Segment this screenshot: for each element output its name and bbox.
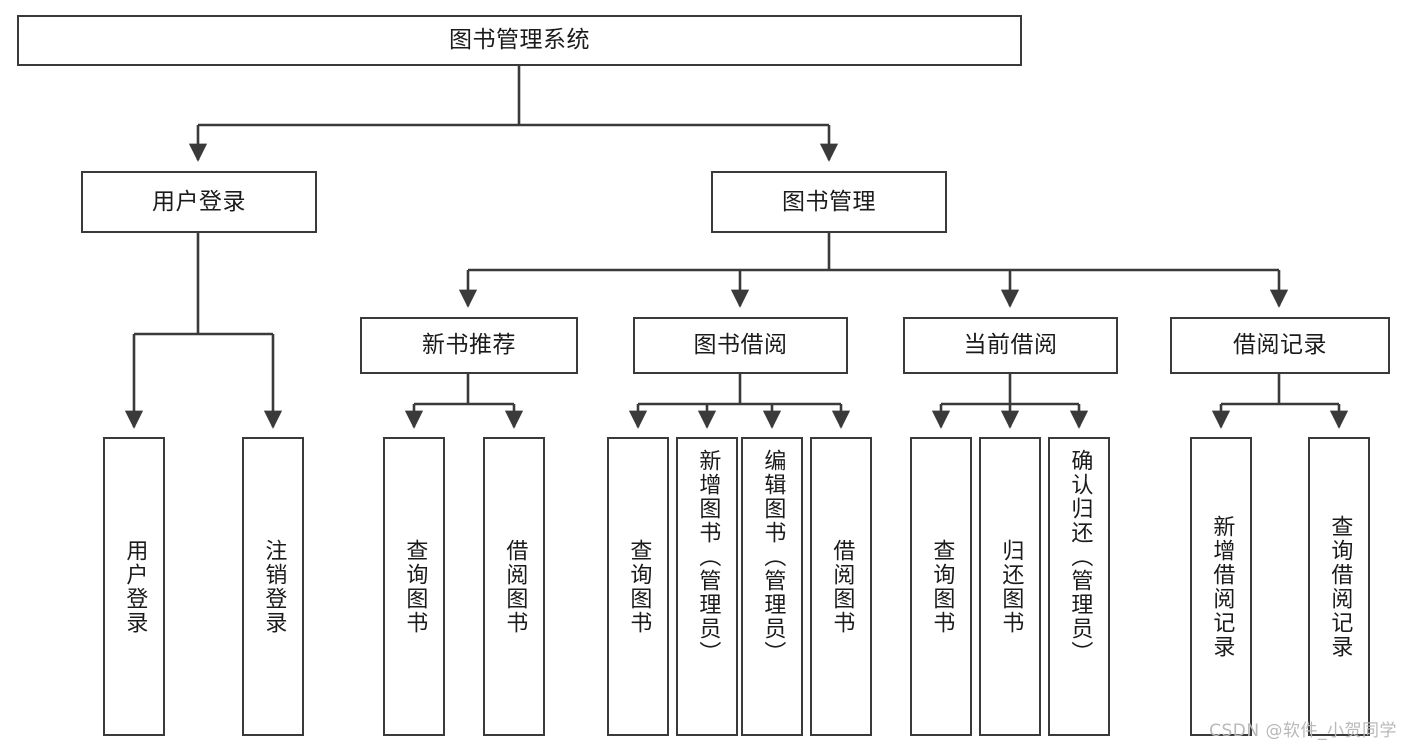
node-new-book-recommend[interactable]: 新书推荐 — [360, 317, 578, 374]
leaf-cb-confirm-return[interactable]: 确认归还（管理员） — [1048, 437, 1110, 736]
node-book-manage[interactable]: 图书管理 — [711, 171, 947, 233]
leaf-bb-add-book-label: 新增图书（管理员） — [695, 449, 721, 665]
leaf-bb-borrow-book-label: 借阅图书 — [829, 538, 855, 635]
leaf-bb-edit-book[interactable]: 编辑图书（管理员） — [741, 437, 803, 736]
watermark-text: CSDN @软件_小贺同学 — [1209, 721, 1397, 741]
leaf-cb-return-book-label: 归还图书 — [998, 538, 1024, 635]
node-root[interactable]: 图书管理系统 — [17, 15, 1022, 66]
node-user-login[interactable]: 用户登录 — [81, 171, 317, 233]
leaf-user-login-label: 用户登录 — [122, 538, 148, 635]
leaf-user-login[interactable]: 用户登录 — [103, 437, 165, 736]
leaf-cb-return-book[interactable]: 归还图书 — [979, 437, 1041, 736]
leaf-cb-query-book[interactable]: 查询图书 — [910, 437, 972, 736]
leaf-nb-borrow-book-label: 借阅图书 — [502, 538, 528, 635]
node-root-label: 图书管理系统 — [449, 27, 590, 53]
node-current-borrow[interactable]: 当前借阅 — [903, 317, 1118, 374]
node-current-borrow-label: 当前借阅 — [963, 332, 1058, 358]
node-borrow-record[interactable]: 借阅记录 — [1170, 317, 1390, 374]
leaf-bb-add-book[interactable]: 新增图书（管理员） — [676, 437, 738, 736]
leaf-bb-query-book[interactable]: 查询图书 — [607, 437, 669, 736]
leaf-cb-query-book-label: 查询图书 — [929, 538, 955, 635]
leaf-bb-borrow-book[interactable]: 借阅图书 — [810, 437, 872, 736]
leaf-br-add-record[interactable]: 新增借阅记录 — [1190, 437, 1252, 736]
leaf-bb-query-book-label: 查询图书 — [626, 538, 652, 635]
leaf-cb-confirm-return-label: 确认归还（管理员） — [1067, 449, 1093, 665]
node-book-manage-label: 图书管理 — [782, 188, 876, 215]
leaf-logout-label: 注销登录 — [261, 538, 287, 635]
leaf-nb-query-book-label: 查询图书 — [402, 538, 428, 635]
leaf-nb-query-book[interactable]: 查询图书 — [383, 437, 445, 736]
leaf-br-query-record-label: 查询借阅记录 — [1327, 514, 1353, 659]
node-user-login-label: 用户登录 — [152, 188, 246, 215]
leaf-nb-borrow-book[interactable]: 借阅图书 — [483, 437, 545, 736]
node-new-book-recommend-label: 新书推荐 — [422, 332, 516, 358]
node-borrow-record-label: 借阅记录 — [1233, 332, 1327, 358]
leaf-br-add-record-label: 新增借阅记录 — [1209, 514, 1235, 659]
leaf-br-query-record[interactable]: 查询借阅记录 — [1308, 437, 1370, 736]
leaf-logout[interactable]: 注销登录 — [242, 437, 304, 736]
leaf-bb-edit-book-label: 编辑图书（管理员） — [760, 449, 786, 665]
node-book-borrow-label: 图书借阅 — [693, 332, 788, 358]
node-book-borrow[interactable]: 图书借阅 — [633, 317, 848, 374]
